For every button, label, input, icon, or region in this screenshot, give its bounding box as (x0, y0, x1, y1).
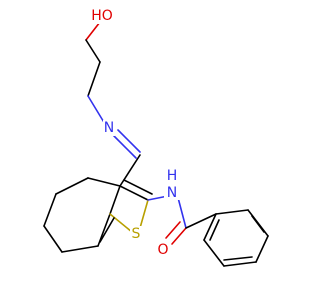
thiophene-c3-c2-double (123, 179, 153, 195)
ring-bond-2 (55, 177, 89, 195)
phenyl-bond-1 (215, 209, 249, 215)
imine-n-label: N (104, 120, 114, 136)
phenyl-bond-3 (255, 235, 269, 263)
bond-ch-c3a (119, 154, 141, 187)
bond-c2-c3 (87, 61, 101, 97)
ring-bond-4 (43, 225, 63, 253)
ring-fusion-bond (109, 185, 121, 215)
thiophene-c3-c2 (119, 185, 149, 201)
hydroxyl-label: HO (91, 8, 113, 24)
ring-bond-1 (87, 177, 121, 187)
phenyl-ring (203, 209, 269, 267)
amide-n-label: N (167, 185, 177, 201)
thiophene-s-c7a (109, 213, 133, 233)
ring-bond-3 (43, 193, 57, 227)
carbonyl-bond-b (165, 221, 181, 239)
carbonyl-o-label-bg (156, 242, 170, 258)
ring-bond-5 (61, 245, 99, 253)
molecule-structure: HO N H N S O (43, 6, 269, 267)
amide-h-label: H (167, 168, 178, 184)
sulfur-label: S (132, 226, 141, 242)
phenyl-bond-6 (203, 213, 217, 241)
sulfur-label-bg (130, 226, 142, 242)
hydroxypropyl-chain (85, 21, 106, 125)
hydroxyl-label-bg (90, 6, 114, 24)
bond-o-c1 (85, 21, 101, 41)
phenyl-bond-4 (223, 261, 257, 267)
carbonyl-bond-a (171, 227, 187, 245)
phenyl-bond-5 (203, 239, 225, 267)
bond-co-phenyl (185, 213, 217, 229)
thiophene-c2-s (139, 199, 149, 229)
imine-n-label-bg (103, 120, 115, 136)
imine-double-bond-b (113, 135, 137, 159)
imine-group (113, 129, 141, 187)
cyclohexene-ring (43, 177, 121, 253)
carbonyl-o-label: O (157, 242, 168, 258)
bond-c1-c2 (85, 39, 101, 63)
phenyl-bond-2-inner (251, 215, 265, 233)
phenyl-bond-4-inner (223, 256, 253, 261)
imine-double-bond-a (117, 129, 141, 153)
phenyl-bond-6-inner (209, 219, 220, 241)
thiophene-inner (99, 217, 115, 243)
thiophene-ring (99, 179, 153, 243)
atom-labels: HO N H N S O (90, 6, 180, 258)
amide-nh-label-bg (164, 170, 180, 200)
bond-c3-n (87, 95, 106, 125)
